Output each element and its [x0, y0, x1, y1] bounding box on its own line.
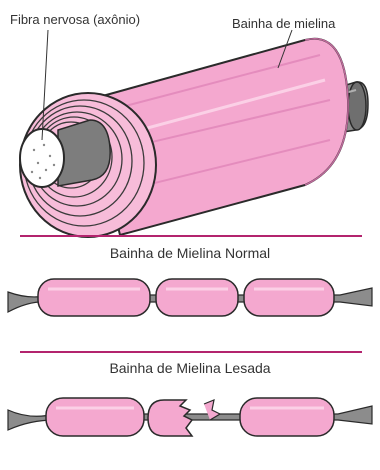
myelin-cylinder-illustration: Fibra nervosa (axônio) Bainha de mielina — [10, 12, 368, 237]
myelin-segment — [240, 398, 334, 436]
normal-myelin-axon — [8, 279, 372, 316]
myelin-segment — [156, 279, 238, 316]
normal-caption: Bainha de Mielina Normal — [110, 245, 270, 261]
axon-label: Fibra nervosa (axônio) — [10, 12, 140, 27]
sheath-label: Bainha de mielina — [232, 16, 336, 31]
damaged-myelin-axon — [8, 398, 372, 436]
myelin-segment — [46, 398, 144, 436]
myelin-segment — [38, 279, 150, 316]
myelin-segment — [244, 279, 334, 316]
axon-core — [20, 120, 110, 187]
damaged-caption: Bainha de Mielina Lesada — [109, 360, 270, 376]
damaged-myelin-segment — [148, 400, 192, 436]
